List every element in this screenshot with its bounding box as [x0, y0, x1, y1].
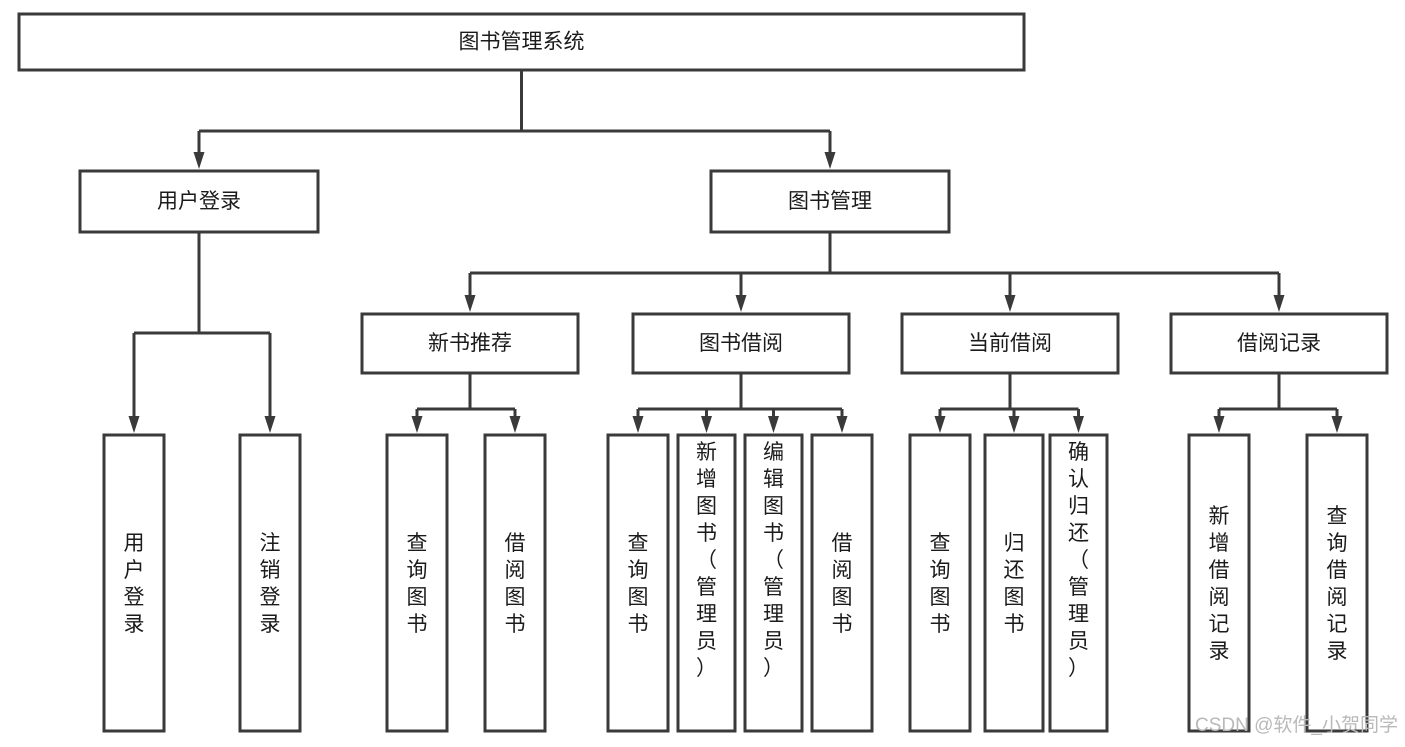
node-box[interactable] — [1187, 433, 1251, 733]
node-label: 查询图书 — [930, 532, 951, 636]
node-leaf-leaf-query-book-borrow[interactable]: 查询图书 — [606, 433, 670, 733]
node-label: 新增图书（管理员） — [696, 441, 717, 680]
arrow-head — [411, 416, 423, 433]
node-level2-user-login[interactable]: 用户登录 — [78, 169, 320, 234]
node-box[interactable] — [908, 433, 972, 733]
arrow-head — [1213, 416, 1225, 433]
node-box[interactable] — [17, 12, 1026, 72]
node-label: 图书借阅 — [699, 332, 783, 355]
node-label: 用户登录 — [157, 190, 241, 213]
arrow-head — [1073, 416, 1084, 433]
node-box[interactable] — [78, 169, 320, 234]
arrow-head — [824, 152, 836, 169]
node-leaf-leaf-query-book-current[interactable]: 查询图书 — [908, 433, 972, 733]
arrow-head — [193, 152, 205, 169]
node-root[interactable]: 图书管理系统 — [17, 12, 1026, 72]
arrow-head — [128, 416, 140, 433]
node-leaf-leaf-query-borrow-record[interactable]: 查询借阅记录 — [1305, 433, 1369, 733]
node-level3-book-borrow[interactable]: 图书借阅 — [631, 312, 851, 375]
node-leaf-leaf-borrow-book-rec[interactable]: 借阅图书 — [483, 433, 547, 733]
node-box[interactable] — [385, 433, 449, 733]
node-leaf-leaf-confirm-return-admin[interactable]: 确认归还（管理员） — [1048, 433, 1109, 733]
node-label: 编辑图书（管理员） — [763, 441, 784, 680]
arrow-head — [836, 416, 848, 433]
node-leaf-leaf-logout[interactable]: 注销登录 — [238, 433, 302, 733]
nodes-layer: 图书管理系统用户登录图书管理新书推荐图书借阅当前借阅借阅记录用户登录注销登录查询… — [17, 12, 1389, 733]
node-box[interactable] — [709, 169, 951, 234]
node-box[interactable] — [1169, 312, 1389, 375]
node-box[interactable] — [900, 312, 1120, 375]
node-box[interactable] — [983, 433, 1045, 733]
node-leaf-leaf-edit-book-admin[interactable]: 编辑图书（管理员） — [743, 433, 804, 733]
node-level3-borrow-records[interactable]: 借阅记录 — [1169, 312, 1389, 375]
node-label: 借阅图书 — [505, 532, 526, 636]
node-box[interactable] — [483, 433, 547, 733]
node-label: 查询图书 — [628, 532, 649, 636]
node-box[interactable] — [606, 433, 670, 733]
node-level3-new-book-recommend[interactable]: 新书推荐 — [360, 312, 580, 375]
node-leaf-leaf-return-book[interactable]: 归还图书 — [983, 433, 1045, 733]
arrow-head — [632, 416, 644, 433]
arrow-head — [509, 416, 521, 433]
node-label: 图书管理 — [788, 190, 872, 213]
node-level2-book-management[interactable]: 图书管理 — [709, 169, 951, 234]
arrow-head — [1331, 416, 1343, 433]
node-box[interactable] — [631, 312, 851, 375]
node-leaf-leaf-add-borrow-record[interactable]: 新增借阅记录 — [1187, 433, 1251, 733]
arrow-head — [735, 295, 747, 312]
node-box[interactable] — [1048, 433, 1109, 733]
node-box[interactable] — [238, 433, 302, 733]
node-level3-current-borrow[interactable]: 当前借阅 — [900, 312, 1120, 375]
node-label: 确认归还（管理员） — [1068, 441, 1089, 680]
node-box[interactable] — [1305, 433, 1369, 733]
node-label: 图书管理系统 — [459, 31, 585, 54]
node-leaf-leaf-query-book-rec[interactable]: 查询图书 — [385, 433, 449, 733]
node-box[interactable] — [743, 433, 804, 733]
csdn-watermark: CSDN @软件_小贺同学 — [1195, 714, 1398, 736]
arrow-head — [464, 295, 476, 312]
arrow-head — [768, 416, 779, 433]
node-label: 借阅图书 — [832, 532, 853, 636]
node-leaf-leaf-borrow-book[interactable]: 借阅图书 — [810, 433, 874, 733]
arrow-head — [264, 416, 276, 433]
node-label: 归还图书 — [1004, 532, 1025, 636]
node-label: 注销登录 — [260, 532, 281, 636]
node-label: 新增借阅记录 — [1209, 505, 1230, 663]
arrow-head — [1008, 416, 1020, 433]
node-box[interactable] — [676, 433, 737, 733]
node-box[interactable] — [810, 433, 874, 733]
node-leaf-leaf-add-book-admin[interactable]: 新增图书（管理员） — [676, 433, 737, 733]
node-label: 当前借阅 — [968, 332, 1052, 355]
arrow-head — [934, 416, 946, 433]
arrow-head — [1273, 295, 1285, 312]
arrow-head — [1004, 295, 1016, 312]
node-box[interactable] — [102, 433, 166, 733]
node-label: 查询图书 — [407, 532, 428, 636]
node-box[interactable] — [360, 312, 580, 375]
node-label: 借阅记录 — [1237, 332, 1321, 355]
node-label: 用户登录 — [124, 532, 145, 636]
connectors-layer — [128, 70, 1343, 433]
node-label: 新书推荐 — [428, 332, 512, 355]
arrow-head — [701, 416, 712, 433]
node-leaf-leaf-user-login[interactable]: 用户登录 — [102, 433, 166, 733]
node-label: 查询借阅记录 — [1327, 505, 1348, 663]
